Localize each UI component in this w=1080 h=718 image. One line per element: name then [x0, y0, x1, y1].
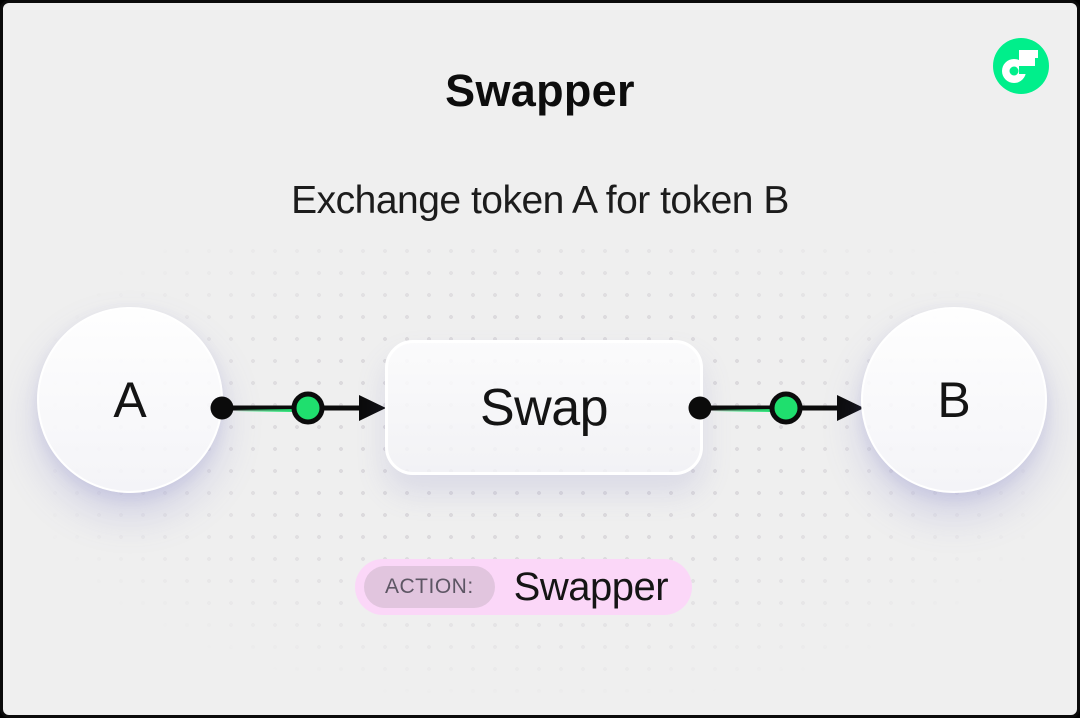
flow-logo-icon — [993, 38, 1049, 94]
connector-start-dot — [210, 396, 234, 420]
token-b-node: B — [861, 307, 1047, 493]
token-a-label: A — [113, 372, 147, 428]
page-title: Swapper — [445, 65, 635, 116]
arrowhead-icon — [359, 395, 386, 421]
action-badge: ACTION: Swapper — [355, 559, 693, 615]
token-b-label: B — [937, 372, 971, 428]
page-subtitle: Exchange token A for token B — [291, 179, 789, 222]
arrowhead-icon — [837, 395, 864, 421]
swap-node: Swap — [385, 340, 703, 475]
swap-node-label: Swap — [479, 378, 609, 437]
connector-a-to-swap — [210, 391, 386, 425]
token-a-node: A — [37, 307, 223, 493]
connector-start-dot — [688, 396, 712, 420]
connector-swap-to-b — [688, 391, 864, 425]
action-badge-value: Swapper — [513, 564, 669, 609]
connector-token-dot — [769, 391, 803, 425]
action-badge-label: ACTION: — [364, 566, 495, 608]
connector-token-dot — [291, 391, 325, 425]
